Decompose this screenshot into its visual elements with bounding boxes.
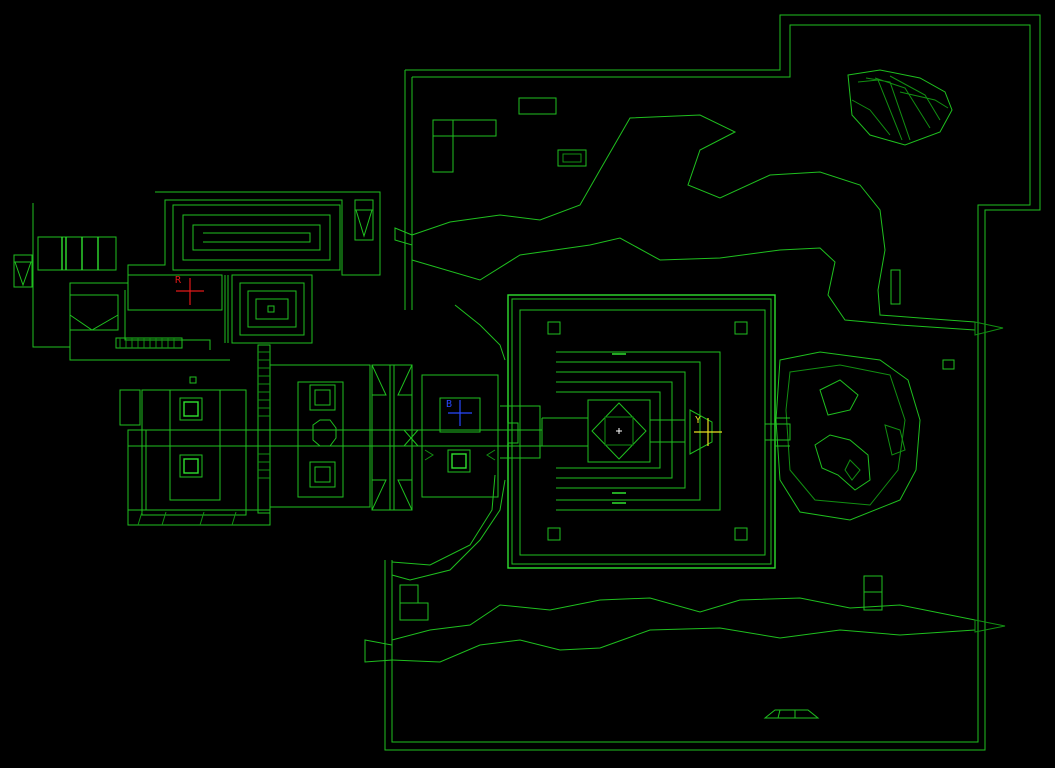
northwest-building xyxy=(13,191,381,361)
rock-east xyxy=(775,351,921,521)
red-key-crosshair-icon xyxy=(176,278,204,305)
yellow-key-label: Y xyxy=(695,415,701,426)
courtyard-details xyxy=(399,97,955,719)
temple-east-corridor xyxy=(765,417,791,447)
yellow-key-crosshair-icon xyxy=(694,418,722,446)
red-key-label: R xyxy=(175,275,182,286)
river-north xyxy=(394,114,1004,336)
player-crosshair-icon xyxy=(616,428,622,434)
blue-key-marker: B xyxy=(446,399,472,426)
river-south xyxy=(364,304,1006,663)
central-temple xyxy=(507,294,776,569)
crossbars-corridor xyxy=(371,364,419,511)
room-west xyxy=(119,376,271,526)
yellow-key-marker: Y xyxy=(694,415,722,446)
room-east-of-corridor xyxy=(421,374,499,498)
player-marker xyxy=(616,428,622,434)
red-key-marker: R xyxy=(175,275,204,305)
blue-key-label: B xyxy=(446,399,452,410)
outer-boundary xyxy=(384,14,1041,751)
stair-column xyxy=(257,344,271,514)
blue-key-crosshair-icon xyxy=(448,400,472,426)
main-corridor xyxy=(128,405,542,459)
rock-north-east xyxy=(847,69,953,146)
